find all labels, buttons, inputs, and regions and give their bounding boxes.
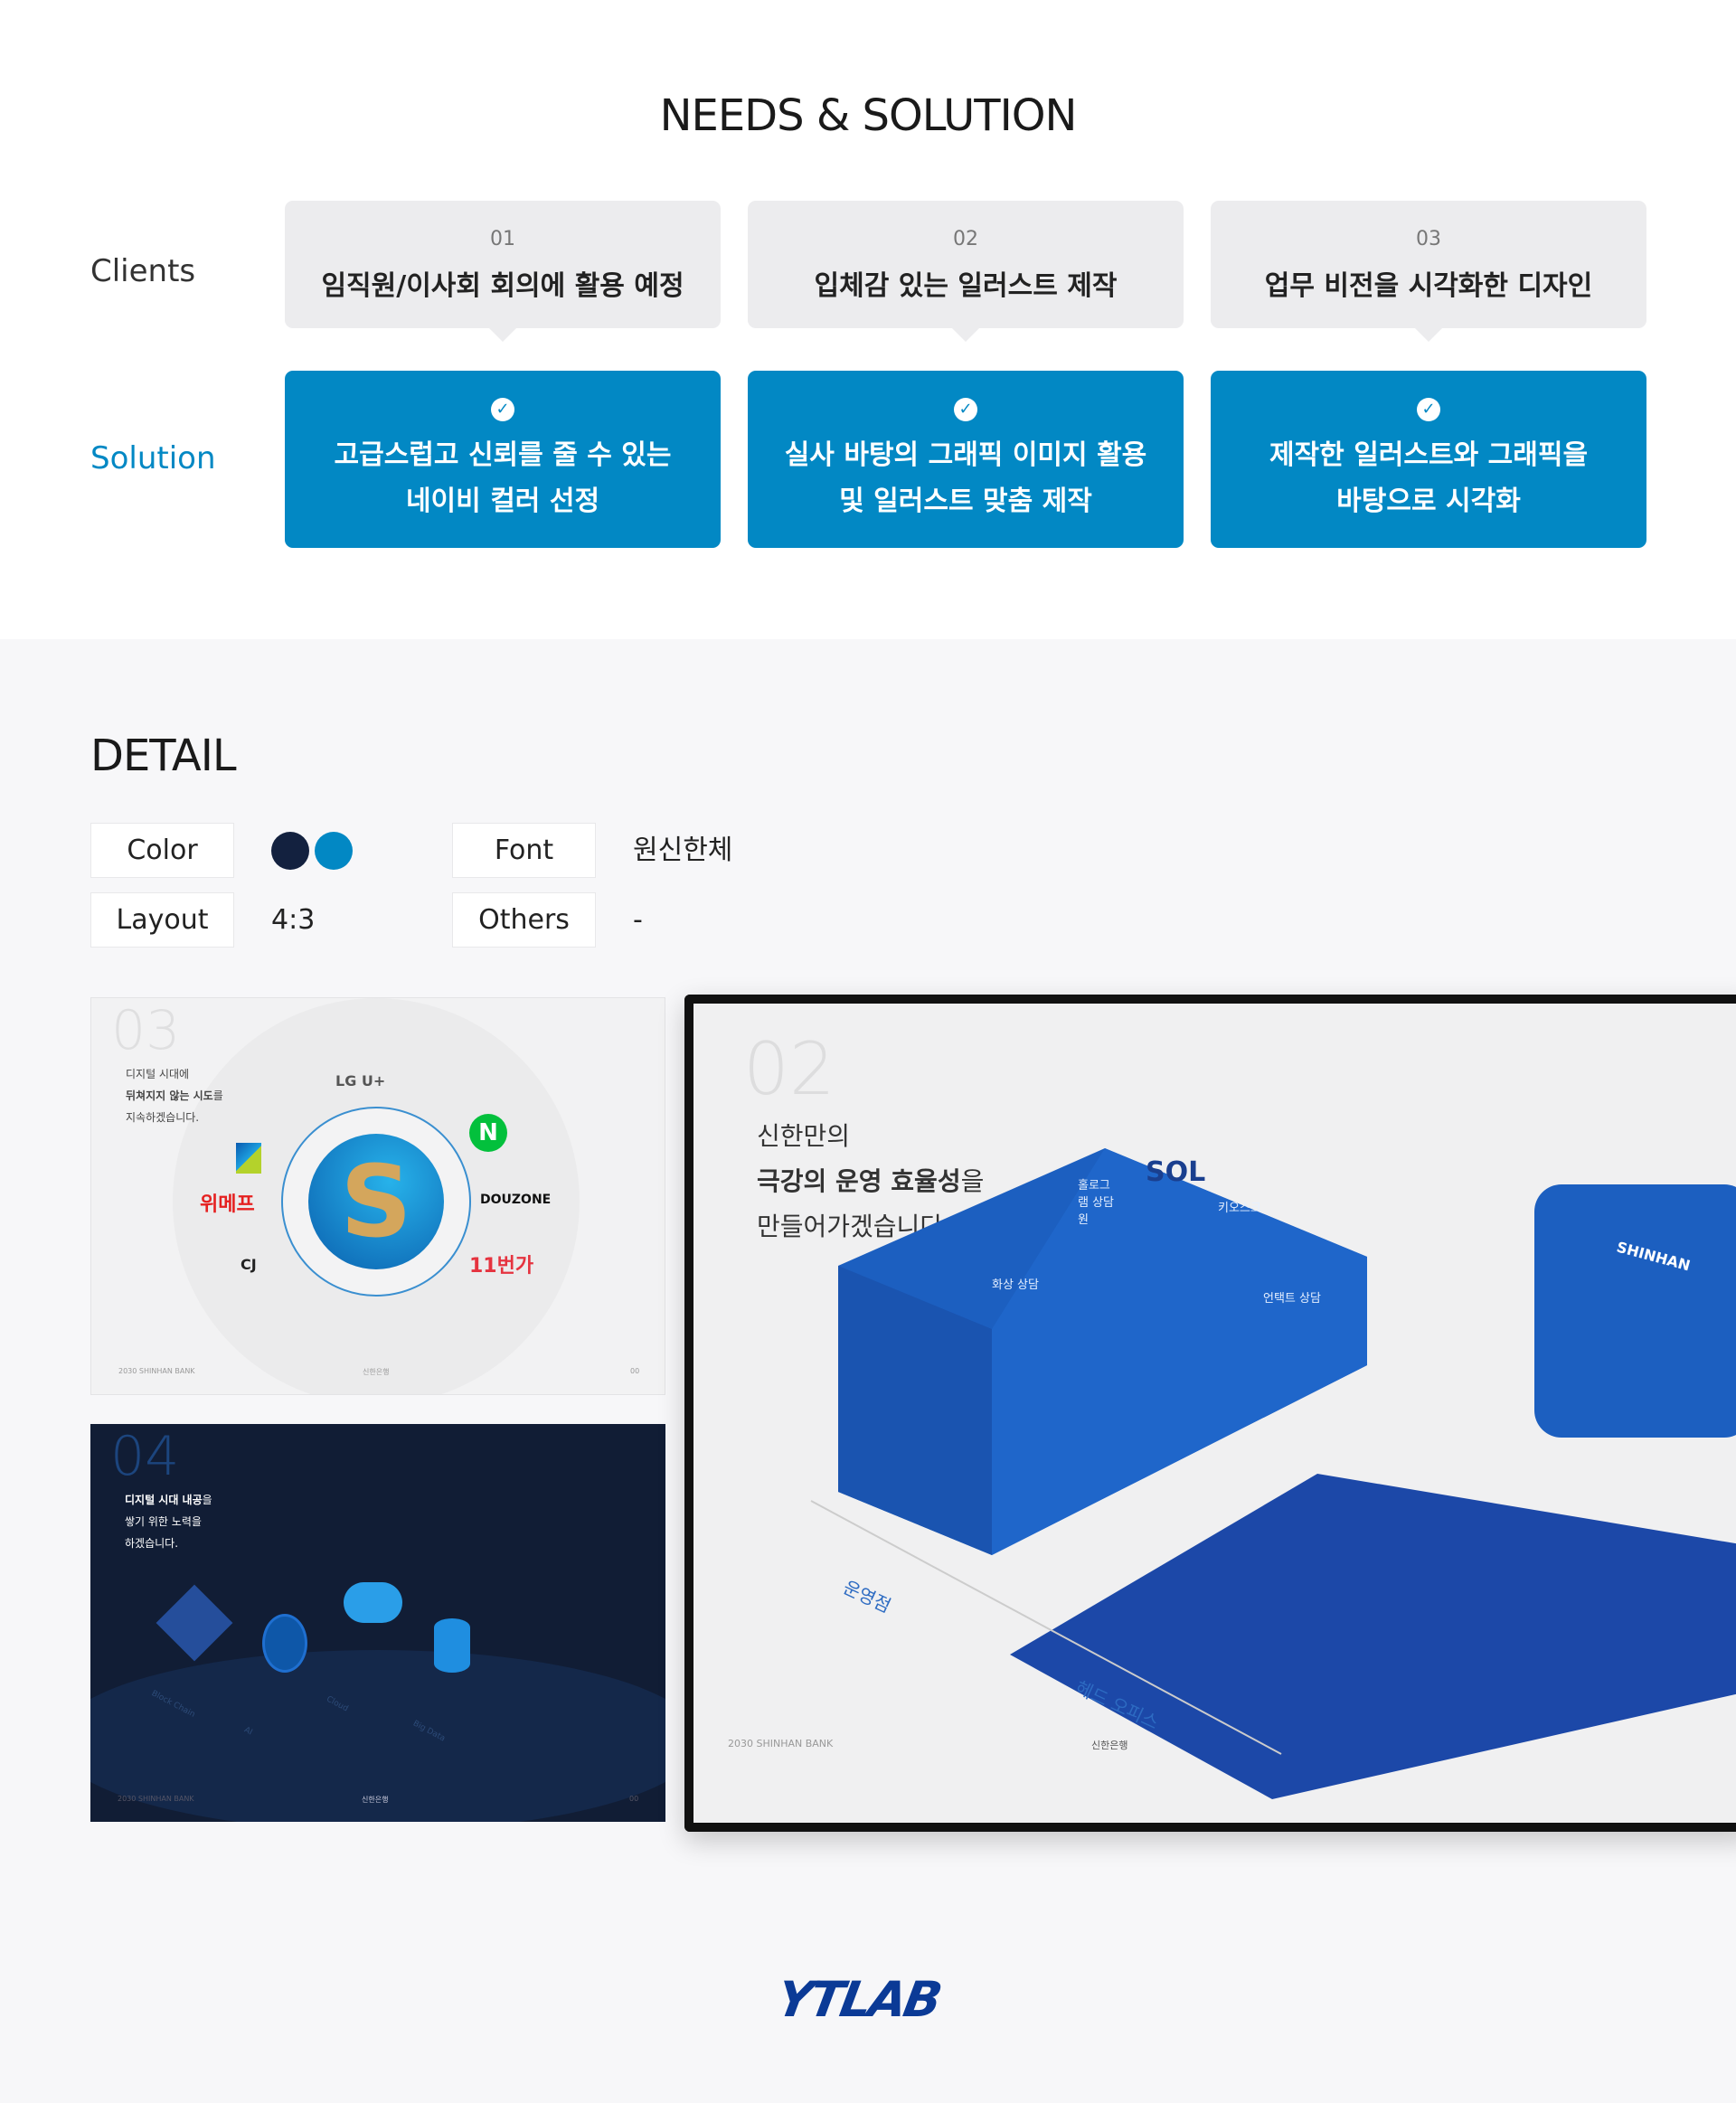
slide-text: 하겠습니다. [125,1537,179,1550]
color-tag: Color [90,823,234,878]
wemakeprice-logo: 위메프 [200,1193,255,1216]
ytlab-logo: YTLAB [772,1971,944,2028]
headoffice-floor [1010,1474,1736,1799]
slide-text-bold: 극강의 운영 효율성 [757,1166,961,1196]
slide-text: 을 [202,1494,212,1506]
need-text: 입체감 있는 일러스트 제작 [814,270,1118,302]
client-need-card: 01 임직원/이사회 회의에 활용 예정 [285,201,721,342]
illustration-label: 홀로그램 상담원 [1078,1179,1115,1227]
cj-logo: CJ [241,1256,257,1273]
illustration-label: 키오스크 [1218,1202,1261,1215]
client-need-card: 03 업무 비전을 시각화한 디자인 [1211,201,1646,342]
solution-label: Solution [90,440,216,476]
lgu-logo: LG U+ [335,1072,386,1089]
slide-footer-logo: 신한은행 [362,1796,389,1804]
slide-number: 02 [743,1027,835,1111]
font-tag: Font [452,823,596,878]
slide-text-bold: 뒤쳐지지 않는 시도 [126,1089,213,1102]
solution-text: 실사 바탕의 그래픽 이미지 활용 [784,439,1147,471]
color-swatch-navy [271,832,309,870]
path-line [810,1500,1282,1755]
illustration-label: 언택트 상담 [1263,1292,1321,1306]
blockchain-icon [156,1584,233,1662]
11st-logo: 11번가 [469,1255,534,1278]
color-swatch-blue [315,832,353,870]
need-number: 01 [490,228,515,250]
solution-text: 바탕으로 시각화 [1336,486,1521,517]
slide-footer: 2030 SHINHAN BANK [118,1795,194,1803]
shinhan-wall [1534,1184,1736,1438]
slide-text: 쌓기 위한 노력을 [125,1515,202,1528]
need-number: 02 [953,228,978,250]
illustration-label: 화상 상담 [992,1278,1039,1292]
others-tag: Others [452,892,596,948]
check-icon: ✓ [491,398,514,421]
slide-footer-logo: 신한은행 [363,1368,390,1376]
ai-head-icon [262,1614,307,1673]
slide-text-bold: 디지털 시대 내공 [125,1494,203,1506]
section-title: NEEDS & SOLUTION [659,90,1078,141]
layout-value: 4:3 [271,904,316,936]
need-text: 업무 비전을 시각화한 디자인 [1264,270,1593,302]
slide-number: 04 [110,1425,180,1488]
solution-text: 및 일러스트 맞춤 제작 [839,486,1092,517]
office-illustration [810,1148,1736,1799]
slide-text: 지속하겠습니다. [126,1111,200,1124]
slide-footer: 2030 SHINHAN BANK [728,1738,834,1749]
need-number: 03 [1416,228,1441,250]
slide-text: 신한만의 [757,1121,851,1151]
sol-logo: SOL [1146,1156,1206,1188]
layout-tag: Layout [90,892,234,948]
database-icon [434,1618,470,1673]
need-text: 임직원/이사회 회의에 활용 예정 [321,270,684,302]
cloud-icon [344,1582,402,1623]
solution-text: 제작한 일러스트와 그래픽을 [1269,439,1589,471]
branch-wall [838,1266,992,1555]
slide-footer: 2030 SHINHAN BANK [118,1367,195,1375]
slide-text: 을 [960,1166,985,1196]
shinhan-logo-icon: S [308,1134,444,1269]
partner-logo-icon [236,1143,261,1174]
stage-floor [90,1650,665,1822]
detail-title: DETAIL [90,731,237,781]
check-icon: ✓ [954,398,977,421]
slide-page-number: 00 [630,1367,640,1375]
slide-text: 디지털 시대에 [126,1068,190,1080]
slide-text: 를 [212,1089,223,1102]
douzone-logo: DOUZONE [480,1193,552,1207]
branch-interior [992,1148,1367,1555]
client-need-card: 02 입체감 있는 일러스트 제작 [748,201,1184,342]
naver-logo: N [469,1114,507,1152]
solution-text: 네이비 컬러 선정 [405,486,600,517]
solution-text: 고급스럽고 신뢰를 줄 수 있는 [334,439,672,471]
slide-footer-logo: 신한은행 [1091,1740,1128,1751]
slide-number: 03 [111,999,181,1062]
clients-label: Clients [90,253,196,289]
slide-page-number: 00 [629,1795,639,1803]
others-value: - [633,904,643,936]
font-value: 원신한체 [633,835,733,866]
check-icon: ✓ [1417,398,1440,421]
